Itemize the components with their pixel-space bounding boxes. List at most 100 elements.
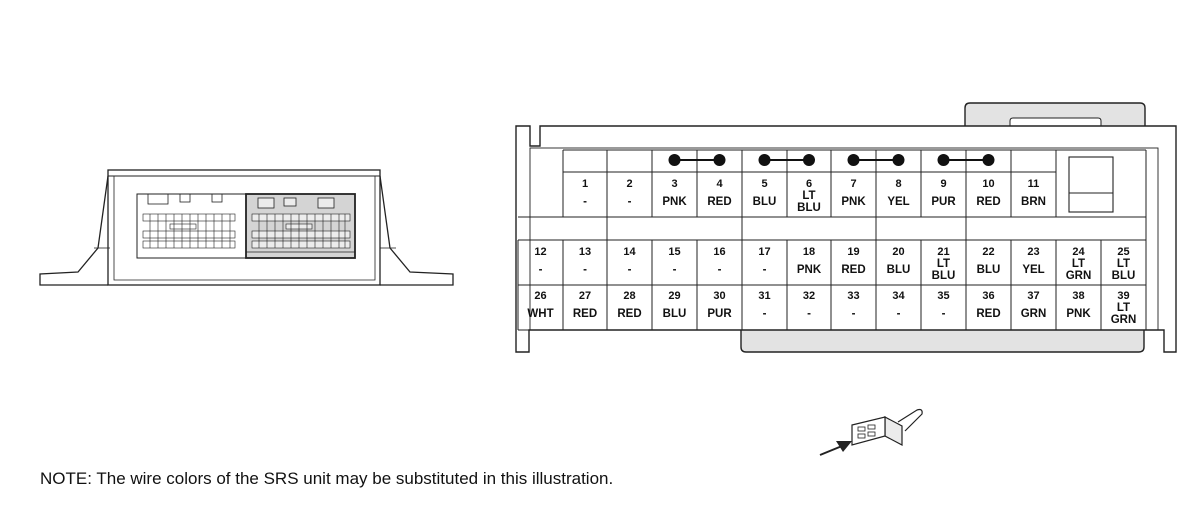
pin-number: 2 — [626, 178, 632, 190]
note-text: NOTE: The wire colors of the SRS unit ma… — [40, 469, 614, 488]
wire-color: PUR — [931, 196, 956, 208]
pin-number: 22 — [982, 246, 994, 258]
wire-color: RED — [841, 264, 865, 276]
wire-color: - — [583, 264, 587, 276]
pin-number: 38 — [1072, 290, 1084, 302]
pin-number: 31 — [758, 290, 770, 302]
pin-number: 25 — [1117, 246, 1129, 258]
shorting-bar — [847, 154, 905, 166]
wire-color: - — [942, 308, 946, 320]
wire-color-part: GRN — [1066, 270, 1092, 282]
wire-color: PUR — [707, 308, 732, 320]
terminal-side-view-icon — [819, 408, 923, 456]
wire-color: - — [583, 196, 587, 208]
pin-number: 30 — [713, 290, 725, 302]
wire-color-part: LT — [1117, 302, 1130, 314]
wire-color: PNK — [797, 264, 822, 276]
shorting-bars — [668, 154, 995, 166]
shorting-bar — [937, 154, 995, 166]
wire-color: - — [673, 264, 677, 276]
pin-number: 20 — [892, 246, 904, 258]
pin-number: 16 — [713, 246, 725, 258]
wire-color: - — [763, 264, 767, 276]
pin-number: 33 — [847, 290, 859, 302]
pin-grid — [517, 149, 1147, 331]
pin-number: 28 — [623, 290, 635, 302]
shorting-bar-dot — [803, 154, 815, 166]
wire-color-part: LT — [1117, 258, 1130, 270]
pin-number: 7 — [850, 178, 856, 190]
shorting-bar-dot — [847, 154, 860, 166]
wire-color-part: LT — [937, 258, 950, 270]
wire-color: - — [852, 308, 856, 320]
wire-color: RED — [573, 308, 597, 320]
pin-number: 17 — [758, 246, 770, 258]
wire-color: - — [807, 308, 811, 320]
wire-color: YEL — [1022, 264, 1044, 276]
shorting-bar-dot — [713, 154, 726, 166]
wire-color: WHT — [527, 308, 553, 320]
wire-color: - — [897, 308, 901, 320]
pin-number: 3 — [671, 178, 677, 190]
wire-color-part: LT — [1072, 258, 1085, 270]
wire-color: BLU — [663, 308, 687, 320]
pin-number: 1 — [582, 178, 588, 190]
pin-number: 21 — [937, 246, 949, 258]
wire-color: BLU — [753, 196, 777, 208]
pin-number: 10 — [982, 178, 994, 190]
pin-number: 4 — [716, 178, 723, 190]
pin-number: 32 — [803, 290, 815, 302]
pin-number: 18 — [803, 246, 815, 258]
wire-color: GRN — [1021, 308, 1047, 320]
wire-color-part: LT — [802, 190, 815, 202]
wire-color-part: BLU — [1112, 270, 1136, 282]
pin-number: 11 — [1028, 178, 1040, 190]
pin-number: 8 — [895, 178, 901, 190]
pin-number: 36 — [982, 290, 994, 302]
wire-color: PNK — [1066, 308, 1091, 320]
pin-number: 34 — [892, 290, 905, 302]
pin-number: 13 — [579, 246, 591, 258]
shorting-bar-dot — [982, 154, 995, 166]
pin-number: 37 — [1027, 290, 1039, 302]
wire-color: RED — [707, 196, 731, 208]
pin-number: 15 — [668, 246, 680, 258]
wire-color-part: BLU — [932, 270, 956, 282]
wire-color: RED — [976, 308, 1000, 320]
pin-number: 23 — [1027, 246, 1039, 258]
wire-color: - — [628, 196, 632, 208]
wire-color: BLU — [977, 264, 1001, 276]
shorting-bar-dot — [668, 154, 681, 166]
wire-color: - — [539, 264, 543, 276]
wire-color: - — [628, 264, 632, 276]
wire-color: - — [763, 308, 767, 320]
wire-color: RED — [617, 308, 641, 320]
wire-color: YEL — [887, 196, 909, 208]
shorting-bar-dot — [758, 154, 771, 166]
pin-number: 39 — [1117, 290, 1129, 302]
wire-color: - — [718, 264, 722, 276]
pin-number: 19 — [847, 246, 859, 258]
shorting-bar — [668, 154, 726, 166]
pin-number: 6 — [806, 178, 812, 190]
wire-color: PNK — [662, 196, 687, 208]
shorting-bar-dot — [937, 154, 950, 166]
shorting-bar — [758, 154, 815, 166]
srs-unit-icon — [39, 169, 454, 286]
pin-number: 9 — [940, 178, 946, 190]
wire-color: RED — [976, 196, 1000, 208]
pin-number: 29 — [668, 290, 680, 302]
pin-number: 24 — [1072, 246, 1085, 258]
pin-number: 5 — [761, 178, 767, 190]
wire-color-part: GRN — [1111, 314, 1137, 326]
wire-color: PNK — [841, 196, 866, 208]
shorting-bar-dot — [892, 154, 905, 166]
wire-color: BLU — [887, 264, 911, 276]
